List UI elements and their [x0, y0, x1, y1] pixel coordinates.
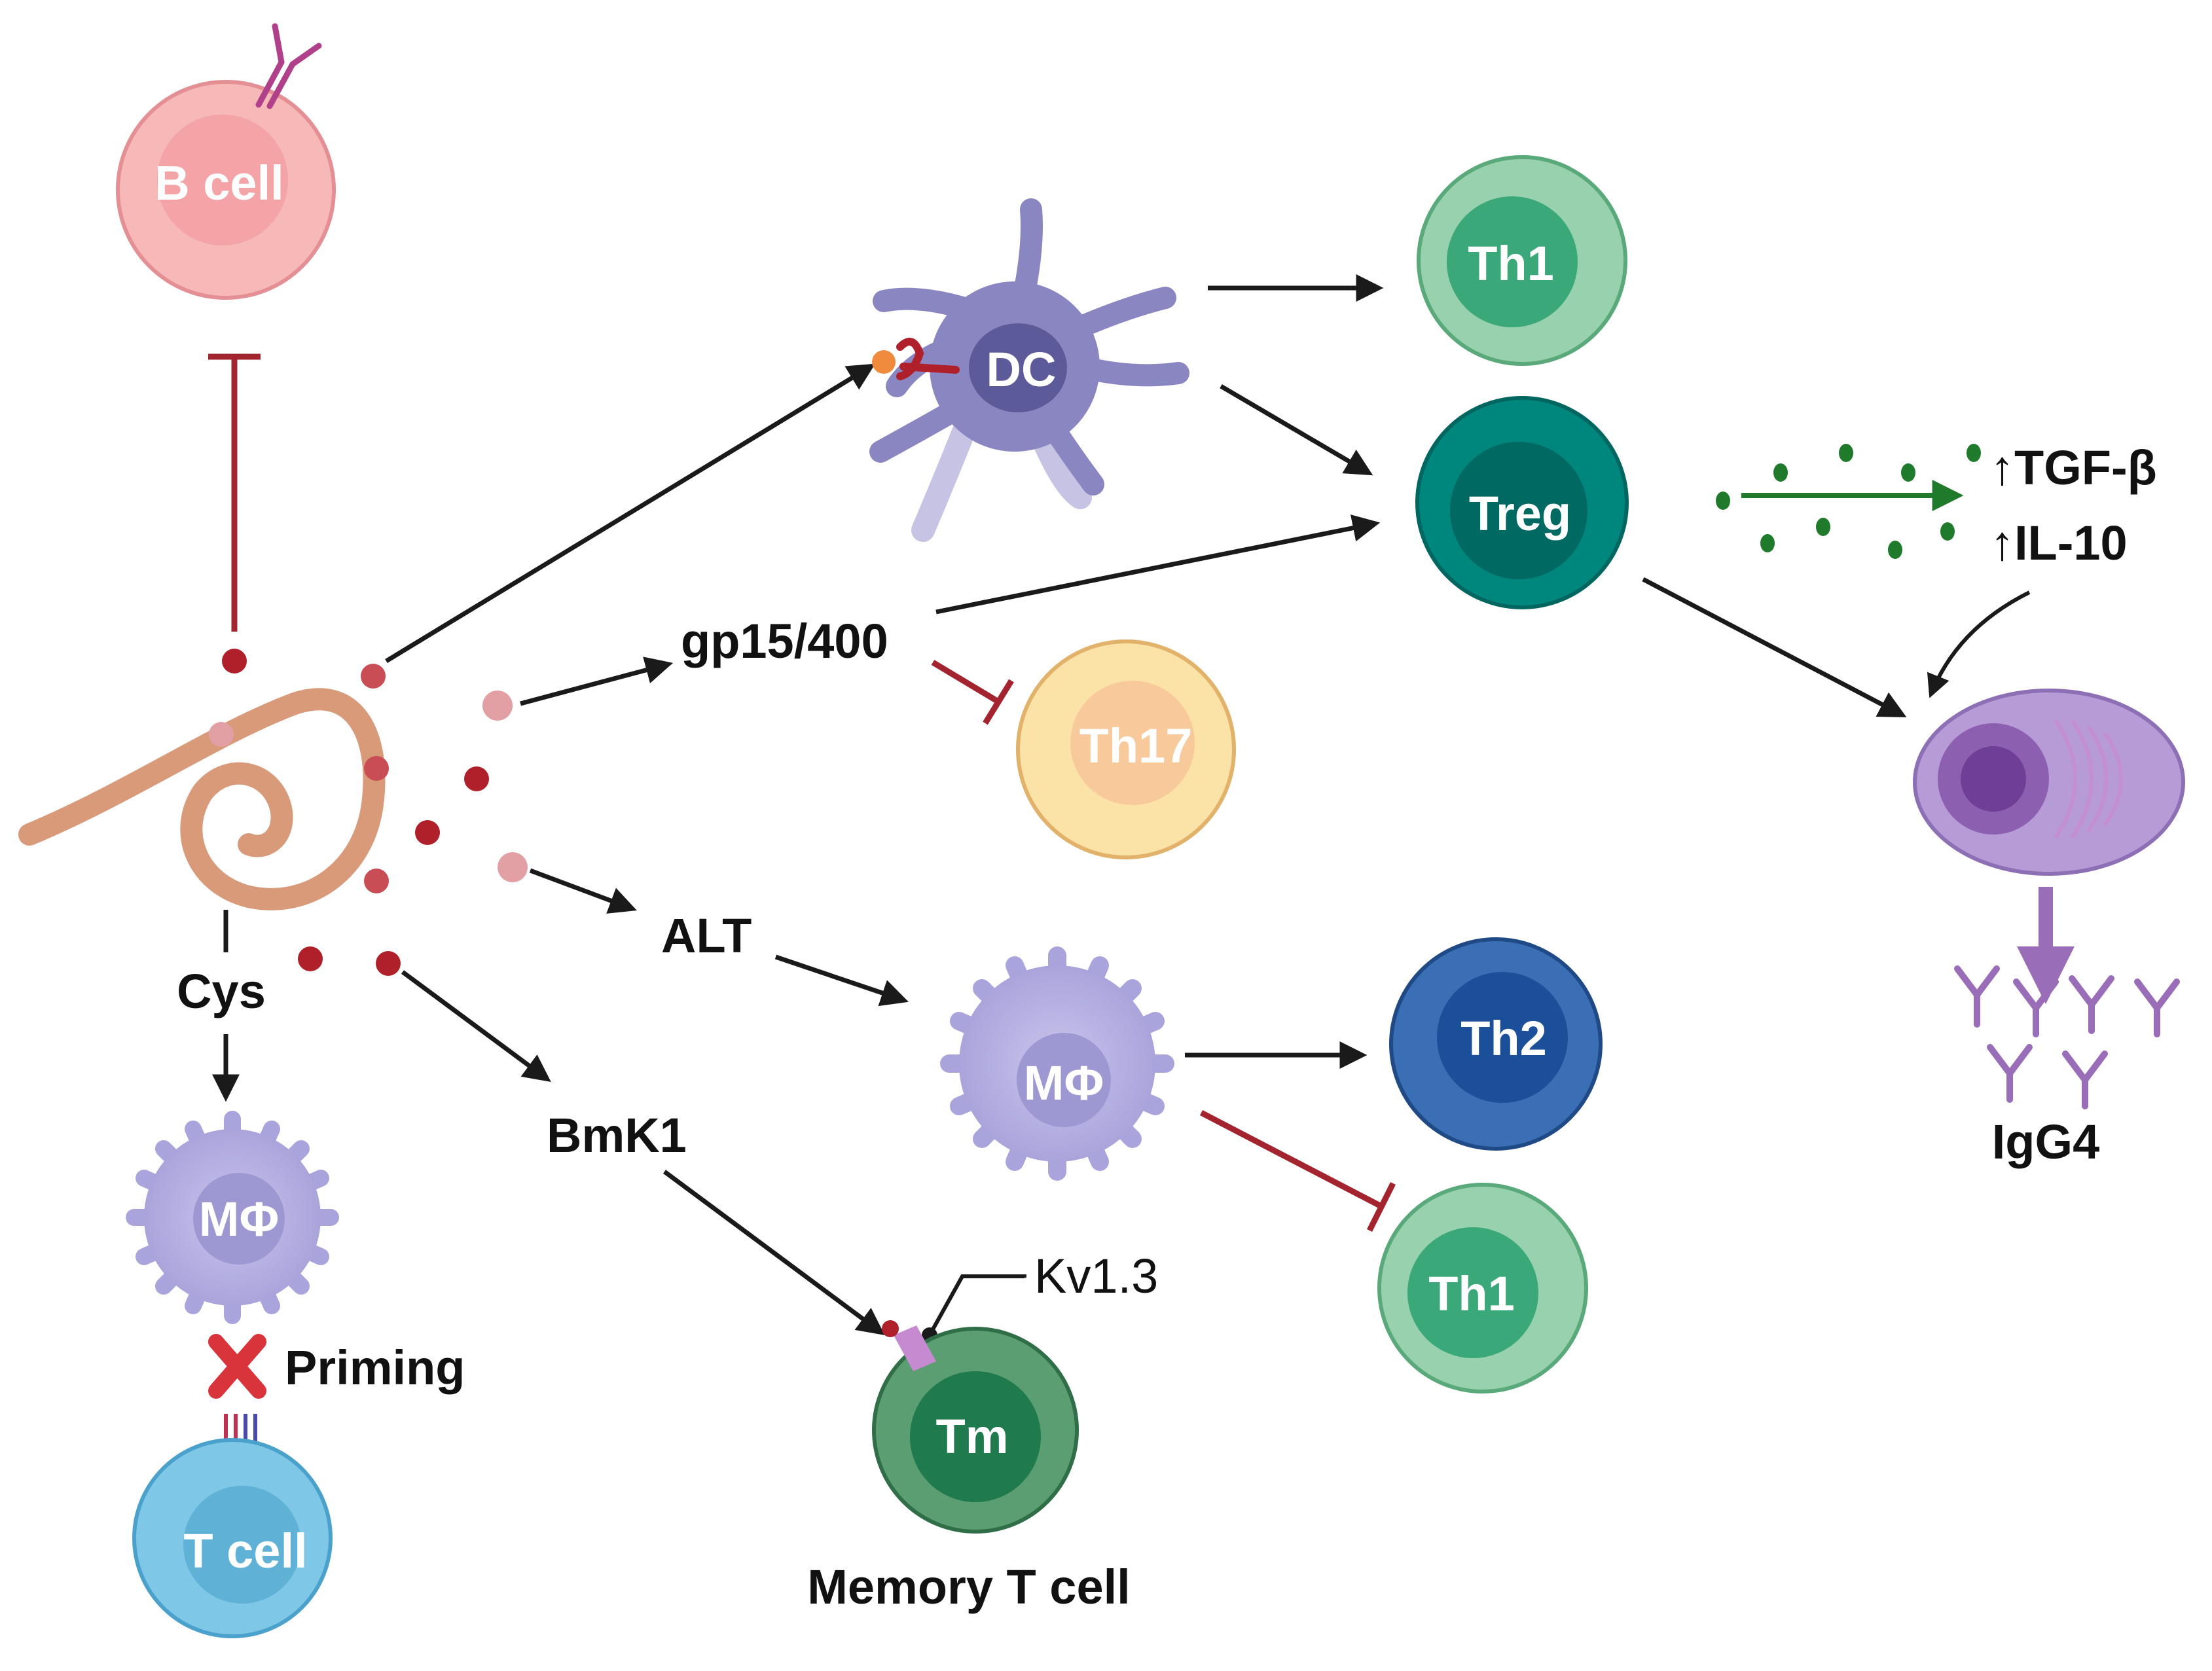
arrow-to-bmk1 — [401, 970, 551, 1083]
th17-label: Th17 — [1079, 719, 1193, 773]
inhibit-gp15-th17-line — [931, 660, 1014, 725]
macrophage-mid: MΦ — [940, 946, 1174, 1181]
igg4-label: IgG4 — [1992, 1115, 2099, 1169]
th1-top-cell: Th1 — [1417, 155, 1627, 366]
th1-top-label: Th1 — [1468, 236, 1554, 291]
arrow-dc-to-treg — [1220, 384, 1373, 476]
antibody-icon — [255, 23, 322, 109]
igg4-antibodies-icon — [1954, 965, 2180, 1109]
t-cell: T cell — [132, 1438, 333, 1638]
b-cell: B cell — [116, 80, 336, 300]
cys-label: Cys — [177, 964, 266, 1018]
dc-label: DC — [987, 342, 1057, 397]
gp15-label: gp15/400 — [681, 614, 888, 668]
treg-cell: Treg — [1415, 396, 1629, 609]
tgf-beta-label: ↑TGF-β — [1990, 440, 2157, 495]
arrow-treg-to-plasma — [1642, 577, 1907, 717]
memory-t-cell: Tm — [872, 1327, 1079, 1534]
th1-bottom-label: Th1 — [1428, 1267, 1515, 1321]
tm-label: Tm — [936, 1409, 1009, 1464]
macrophage-left-label: MΦ — [199, 1192, 279, 1246]
arrow-cytokine-to-plasma — [1927, 590, 2031, 698]
cytokine-dots — [1716, 444, 1981, 559]
bmk1-label: BmK1 — [547, 1108, 687, 1162]
arrow-to-gp15 — [520, 656, 674, 706]
plasma-cell — [1913, 689, 2185, 876]
arrow-to-dc — [385, 363, 876, 663]
kv13-label: Kv1.3 — [1034, 1249, 1158, 1303]
blocked-x-icon — [208, 1334, 266, 1399]
treg-label: Treg — [1469, 486, 1571, 541]
arrow-to-alt — [529, 868, 637, 914]
arrow-bmk1-to-tm — [662, 1170, 885, 1336]
macrophage-left: MΦ — [126, 1111, 339, 1324]
secreted-molecules — [209, 649, 528, 976]
th2-label: Th2 — [1460, 1011, 1547, 1066]
parasite-icon — [18, 688, 386, 910]
th2-cell: Th2 — [1389, 937, 1603, 1151]
macrophage-mid-label: MΦ — [1024, 1056, 1104, 1110]
priming-label: Priming — [285, 1340, 465, 1395]
t-cell-label: T cell — [183, 1524, 307, 1578]
arrow-gp15-to-treg — [935, 514, 1381, 615]
th1-bottom-cell: Th1 — [1377, 1183, 1588, 1393]
memory-t-cell-label: Memory T cell — [807, 1560, 1131, 1614]
inhibit-b-cell-line — [208, 353, 261, 632]
il10-label: ↑IL-10 — [1990, 516, 2128, 570]
kv13-channel-icon — [882, 1320, 936, 1371]
alt-label: ALT — [661, 908, 752, 963]
dendritic-cell: DC — [869, 198, 1189, 542]
th17-cell: Th17 — [1016, 639, 1236, 859]
inhibit-macrophage-th1-line — [1199, 1110, 1396, 1232]
arrow-alt-to-macrophage — [774, 954, 909, 1007]
kv13-callout-line — [928, 1274, 1026, 1337]
b-cell-label: B cell — [154, 156, 283, 210]
